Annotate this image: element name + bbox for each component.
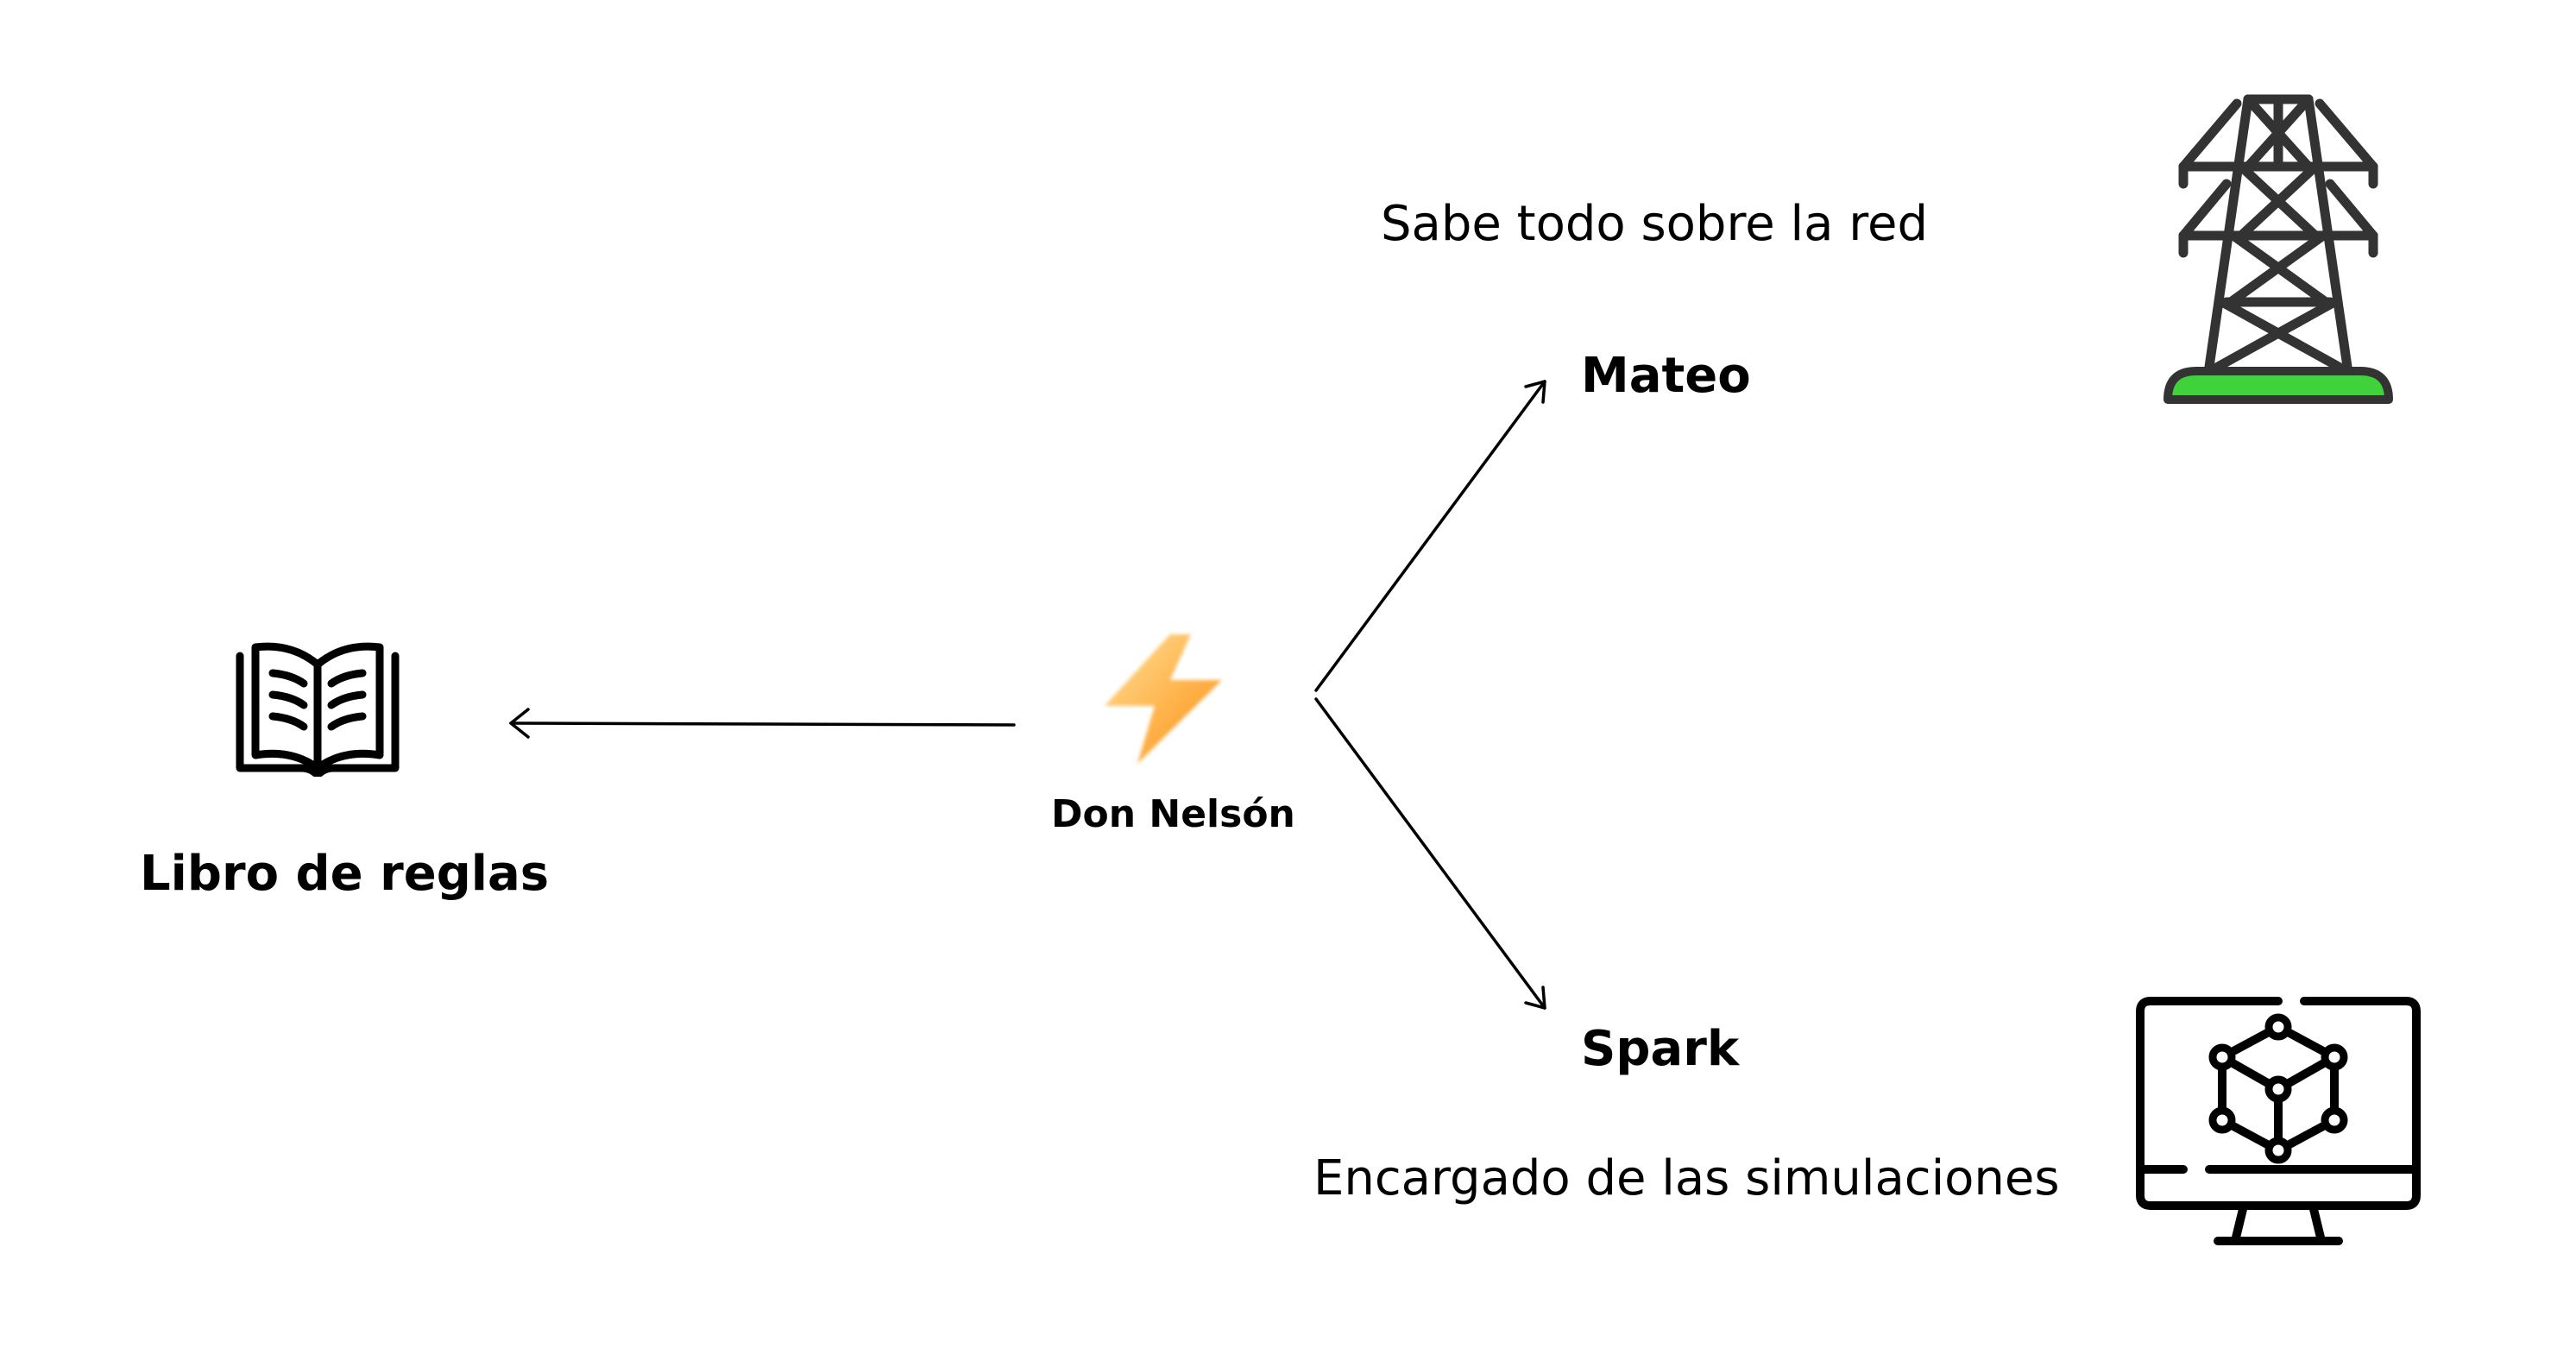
- monitor-cube-icon: [2136, 997, 2421, 1245]
- open-book-icon: [236, 642, 400, 777]
- lightning-bolt-icon: [1105, 634, 1222, 764]
- arrow-nelson-to-book-head: [509, 708, 530, 739]
- mateo-label: Mateo: [1581, 348, 1751, 404]
- arrow-nelson-to-spark: [1314, 697, 1546, 1010]
- power-tower-icon: [2163, 94, 2393, 404]
- nelson-label: Don Nelsón: [1051, 792, 1295, 836]
- arrow-nelson-to-book: [509, 721, 1016, 727]
- spark-label: Spark: [1581, 1021, 1740, 1077]
- arrow-nelson-to-mateo: [1314, 380, 1546, 692]
- arrow-nelson-to-mateo-head: [1524, 380, 1546, 404]
- mateo-description: Sabe todo sobre la red: [1381, 196, 1928, 252]
- spark-description: Encargado de las simulaciones: [1313, 1150, 2060, 1206]
- arrow-nelson-to-spark-head: [1524, 986, 1546, 1010]
- book-label: Libro de reglas: [140, 846, 550, 902]
